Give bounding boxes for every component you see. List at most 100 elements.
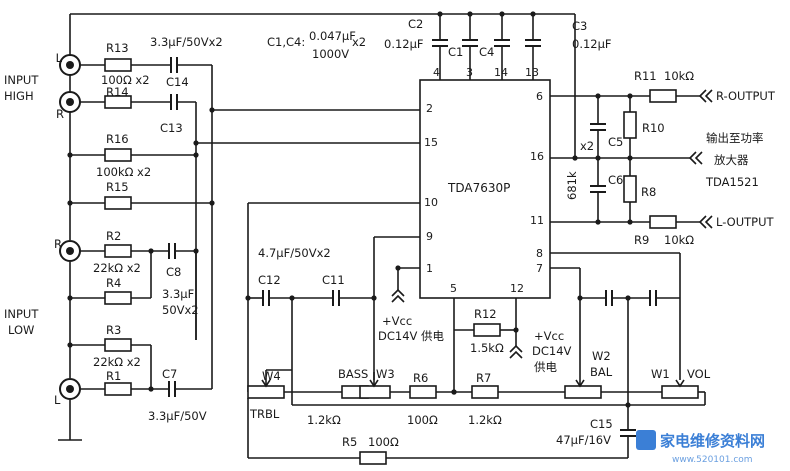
ic-name: TDA7630P: [447, 181, 510, 195]
label-output-amp: TDA1521: [705, 175, 759, 189]
trbl-pot-w4[interactable]: [247, 385, 285, 399]
label-c12: C12: [258, 273, 281, 287]
label-r12: R12: [474, 307, 497, 321]
label-r16-value: 100kΩ x2: [96, 165, 151, 179]
pin-14: 14: [494, 66, 508, 79]
label-r13: R13: [106, 41, 129, 55]
label-r7-value: 1.2kΩ: [468, 413, 502, 427]
label-c6: C6: [608, 173, 623, 187]
label-r6-value: 100Ω: [407, 413, 438, 427]
label-vcc2: +Vcc: [534, 329, 564, 343]
label-vcc1-desc: DC14V 供电: [378, 329, 445, 343]
label-c3: C3: [572, 19, 587, 33]
watermark-logo-icon: [636, 430, 656, 450]
label-c3-value: 0.12μF: [572, 37, 612, 51]
tone-control-network: [245, 202, 705, 465]
ic-body: [419, 79, 551, 299]
label-c1c4-x2: x2: [352, 35, 366, 49]
label-c8-voltage: 50Vx2: [162, 303, 199, 317]
pin-7: 7: [536, 262, 543, 275]
watermark-text: 家电维修资料网: [660, 432, 765, 450]
label-r11: R11: [634, 69, 657, 83]
pin-8: 8: [536, 247, 543, 260]
label-input-high-2: HIGH: [4, 89, 34, 103]
label-c5c6-value: 681k: [565, 171, 579, 200]
label-r15: R15: [106, 180, 129, 194]
label-input-high-1: INPUT: [4, 73, 39, 87]
label-input-high-r: R: [56, 107, 64, 121]
label-c15-value: 47μF/16V: [556, 433, 611, 447]
label-c5: C5: [608, 135, 623, 149]
label-c14-value: 3.3μF/50Vx2: [150, 35, 223, 49]
label-r6: R6: [413, 371, 428, 385]
label-c1c4-value: 0.047μF: [309, 29, 356, 43]
label-r5-value: 100Ω: [368, 435, 399, 449]
pin-16: 16: [530, 150, 544, 163]
input-low-network: [59, 240, 213, 400]
label-output-desc2: 放大器: [714, 153, 749, 167]
label-r10: R10: [642, 121, 665, 135]
pin-15: 15: [424, 136, 438, 149]
watermark-url: www.520101.com: [672, 455, 753, 465]
label-r2-value: 22kΩ x2: [93, 261, 141, 275]
pin-10: 10: [424, 196, 438, 209]
label-c11: C11: [322, 273, 345, 287]
vol-pot-w1[interactable]: [661, 385, 699, 399]
label-c7: C7: [162, 367, 177, 381]
label-r2: R2: [106, 229, 121, 243]
label-c13: C13: [160, 121, 183, 135]
label-c2-value: 0.12μF: [384, 37, 424, 51]
pin-13: 13: [525, 66, 539, 79]
label-w4: W4: [262, 369, 281, 383]
pin-9: 9: [426, 230, 433, 243]
label-r3: R3: [106, 323, 121, 337]
label-r11-value: 10kΩ: [664, 69, 694, 83]
label-r1: R1: [106, 369, 121, 383]
label-input-low-l: L: [54, 393, 61, 407]
label-vcc2-desc: DC14V: [532, 344, 572, 358]
label-r8: R8: [641, 185, 656, 199]
label-c1c4-voltage: 1000V: [312, 47, 349, 61]
bal-pot-w2[interactable]: [564, 385, 602, 399]
label-c8-value: 3.3μF: [162, 287, 194, 301]
label-w2: W2: [592, 349, 611, 363]
label-w1-name: VOL: [687, 367, 711, 381]
label-c7-value: 3.3μF/50V: [148, 409, 207, 423]
label-l-output: L-OUTPUT: [716, 215, 775, 229]
label-input-low-1: INPUT: [4, 307, 39, 321]
label-c4: C4: [479, 45, 494, 59]
label-r7: R7: [476, 371, 491, 385]
label-input-low-2: LOW: [8, 323, 34, 337]
label-c8: C8: [166, 265, 181, 279]
label-r9-value: 10kΩ: [664, 233, 694, 247]
label-r3-value: 22kΩ x2: [93, 355, 141, 369]
pin-2: 2: [426, 102, 433, 115]
pin-12: 12: [510, 282, 524, 295]
label-r16: R16: [106, 132, 129, 146]
label-input-low-r: R: [54, 237, 62, 251]
bass-pot-w3[interactable]: [359, 385, 391, 399]
label-c1c4: C1,C4:: [267, 35, 305, 49]
label-w3-value: 1.2kΩ: [307, 413, 341, 427]
label-r14: R14: [106, 85, 129, 99]
label-r-output: R-OUTPUT: [716, 89, 776, 103]
label-w3: W3: [376, 367, 395, 381]
label-r12-value: 1.5kΩ: [470, 341, 504, 355]
label-c11c12-value: 4.7μF/50Vx2: [258, 246, 331, 260]
label-output-desc: 输出至功率: [706, 131, 764, 145]
label-c14: C14: [166, 75, 189, 89]
label-r9: R9: [634, 233, 649, 247]
label-w2-name: BAL: [590, 365, 613, 379]
label-r5: R5: [342, 435, 357, 449]
pin-1: 1: [426, 262, 433, 275]
watermark: 家电维修资料网 www.520101.com: [636, 430, 765, 465]
output-network: [550, 89, 713, 458]
label-c1: C1: [448, 45, 463, 59]
label-vcc2-desc2: 供电: [534, 360, 557, 374]
label-c2: C2: [408, 17, 423, 31]
pin-5: 5: [450, 282, 457, 295]
label-vcc1: +Vcc: [382, 314, 412, 328]
label-w4-name: TRBL: [249, 407, 280, 421]
label-c5c6-x2: x2: [580, 139, 594, 153]
